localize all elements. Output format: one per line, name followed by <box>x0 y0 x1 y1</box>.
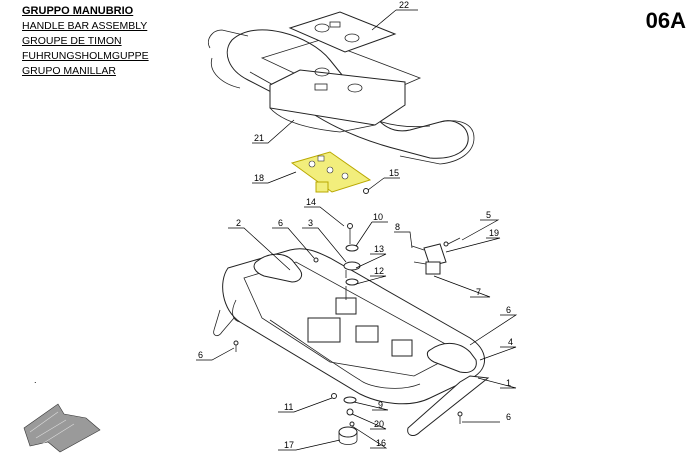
screw-15 <box>363 188 369 194</box>
label-6-bottom: 6 <box>506 412 511 422</box>
part-labels: 22 21 18 15 14 10 5 19 8 2 6 3 13 12 7 6… <box>34 0 513 450</box>
label-7: 7 <box>476 287 481 297</box>
center-assembly <box>307 223 413 357</box>
title-it: GRUPPO MANUBRIO <box>22 5 134 17</box>
label-20: 20 <box>374 419 384 429</box>
label-17: 17 <box>284 440 294 450</box>
label-13: 13 <box>374 244 384 254</box>
label-6-right: 6 <box>506 305 511 315</box>
leader-lines <box>196 9 518 451</box>
label-15: 15 <box>389 168 399 178</box>
title-en: HANDLE BAR ASSEMBLY <box>22 20 148 32</box>
label-16: 16 <box>376 438 386 448</box>
circuit-board-18 <box>290 151 372 193</box>
handle-tube <box>253 253 490 436</box>
title-de: FUHRUNGSHOLMGUPPE <box>22 50 149 62</box>
label-12: 12 <box>374 266 384 276</box>
label-22: 22 <box>399 0 409 10</box>
label-6-left: 6 <box>198 350 203 360</box>
title-block: GRUPPO MANUBRIO HANDLE BAR ASSEMBLY GROU… <box>22 4 149 79</box>
label-2: 2 <box>236 218 241 228</box>
footer-mark: . <box>34 375 37 385</box>
label-18: 18 <box>254 173 264 183</box>
label-14: 14 <box>306 197 316 207</box>
handle-bar-upper <box>207 29 475 165</box>
label-19: 19 <box>489 228 499 238</box>
bottom-parts <box>331 393 358 445</box>
label-11: 11 <box>284 402 293 412</box>
label-10: 10 <box>373 212 383 222</box>
page-code: 06A <box>645 8 686 33</box>
screws-6 <box>233 257 463 424</box>
label-21: 21 <box>254 133 264 143</box>
label-8: 8 <box>395 222 400 232</box>
floor-direction-arrow <box>23 403 101 453</box>
label-1: 1 <box>506 378 511 388</box>
label-5: 5 <box>486 210 491 220</box>
label-9: 9 <box>378 400 383 410</box>
title-fr: GROUPE DE TIMON <box>22 35 122 47</box>
plate-22 <box>288 11 397 53</box>
title-es: GRUPO MANILLAR <box>22 65 116 77</box>
switch-block-19 <box>411 237 461 275</box>
label-3: 3 <box>308 218 313 228</box>
base-frame <box>213 248 485 405</box>
label-4: 4 <box>508 337 513 347</box>
label-6-top: 6 <box>278 218 283 228</box>
